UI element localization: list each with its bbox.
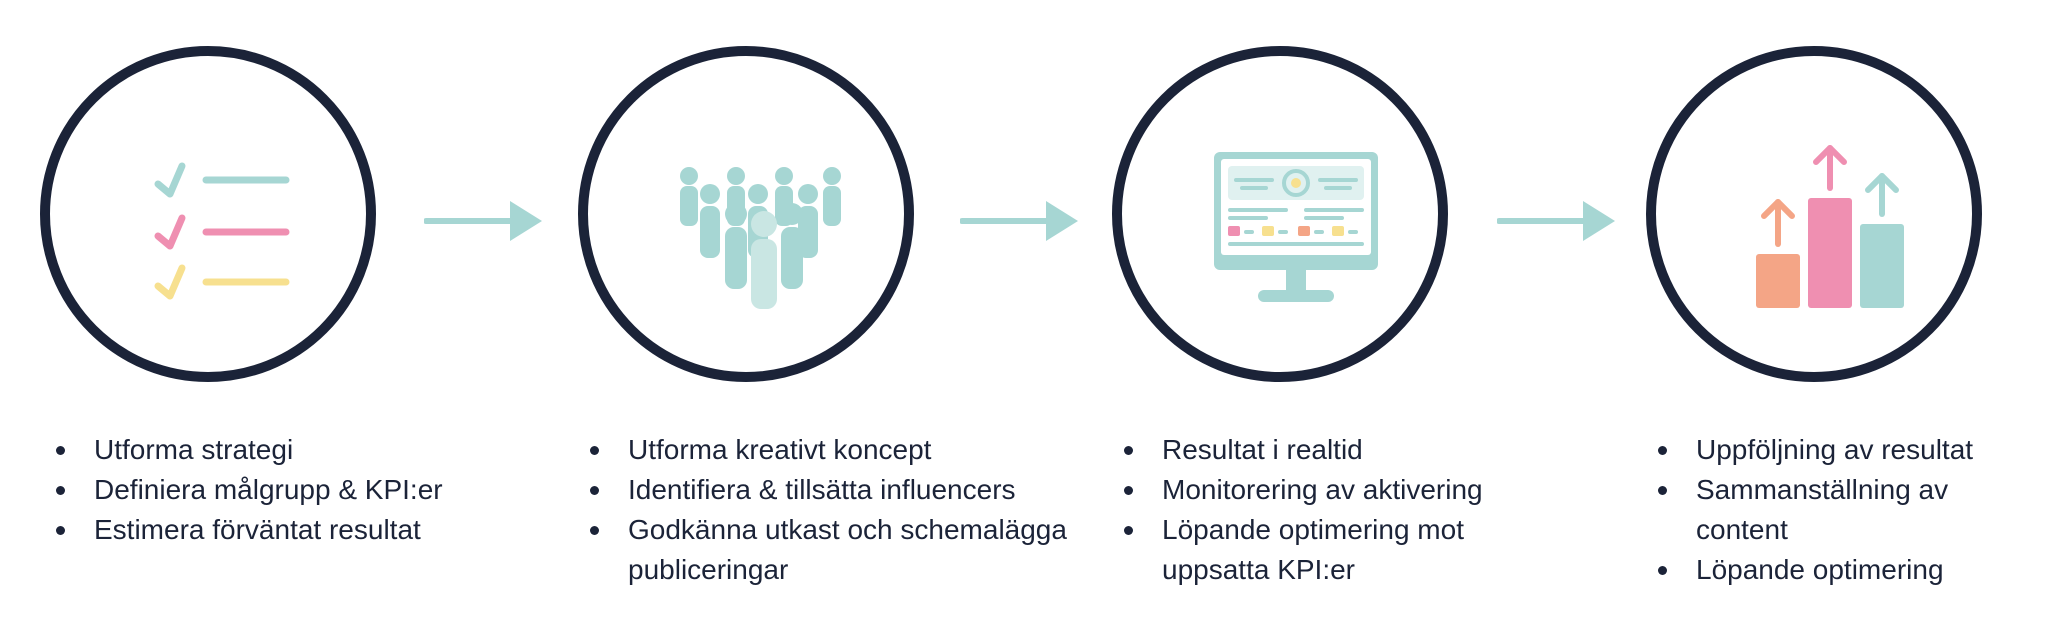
list-item: Estimera förväntat resultat bbox=[56, 510, 476, 550]
flow-arrow-3 bbox=[1497, 201, 1615, 241]
list-item: Uppföljning av resultat bbox=[1658, 430, 2046, 470]
people-group-icon bbox=[680, 167, 841, 309]
list-item: Sammanställning av content bbox=[1658, 470, 2046, 550]
step-2-circle bbox=[578, 46, 914, 382]
growth-bar-chart-icon bbox=[1756, 145, 1904, 308]
step-1-circle bbox=[40, 46, 376, 382]
flow-arrow-2 bbox=[960, 201, 1078, 241]
list-item: Godkänna utkast och schemalägga publicer… bbox=[590, 510, 1090, 590]
list-item: Resultat i realtid bbox=[1124, 430, 1524, 470]
step-3-circle bbox=[1112, 46, 1448, 382]
list-item: Utforma strategi bbox=[56, 430, 476, 470]
step-3-bullet-list: Resultat i realtid Monitorering av aktiv… bbox=[1124, 430, 1524, 590]
list-item: Löpande optimering bbox=[1658, 550, 2046, 590]
list-item: Identifiera & tillsätta influencers bbox=[590, 470, 1090, 510]
step-4-circle bbox=[1646, 46, 1982, 382]
flow-arrow-1 bbox=[424, 201, 542, 241]
list-item: Monitorering av aktivering bbox=[1124, 470, 1524, 510]
list-item: Definiera målgrupp & KPI:er bbox=[56, 470, 476, 510]
step-2-bullet-list: Utforma kreativt koncept Identifiera & t… bbox=[590, 430, 1090, 590]
step-1-bullet-list: Utforma strategi Definiera målgrupp & KP… bbox=[56, 430, 476, 550]
list-item: Löpande optimering mot uppsatta KPI:er bbox=[1124, 510, 1524, 590]
list-item: Utforma kreativt koncept bbox=[590, 430, 1090, 470]
step-4-bullet-list: Uppföljning av resultat Sammanställning … bbox=[1658, 430, 2046, 590]
monitor-dashboard-icon bbox=[1214, 152, 1378, 302]
checklist-icon bbox=[154, 162, 290, 300]
